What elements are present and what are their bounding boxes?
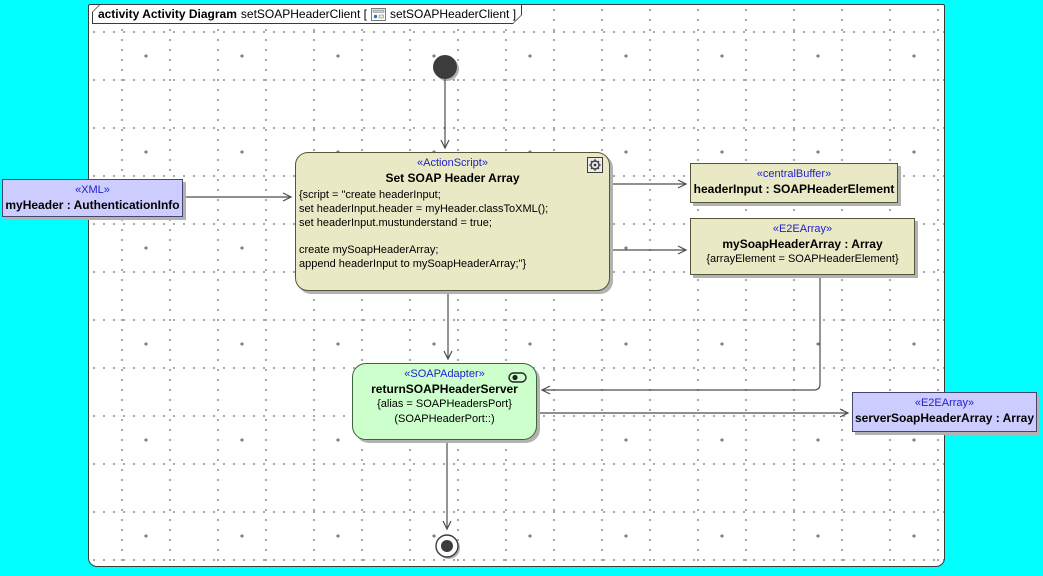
- initial-node[interactable]: [433, 55, 457, 79]
- node-headerinput-centralbuffer[interactable]: «centralBuffer» headerInput : SOAPHeader…: [690, 163, 898, 203]
- final-node[interactable]: [435, 534, 459, 558]
- stereotype-label: «ActionScript»: [417, 157, 488, 169]
- node-returnsoapheaderserver[interactable]: «SOAPAdapter» returnSOAPHeaderServer {al…: [352, 363, 537, 440]
- script-body-text: {script = "create headerInput; set heade…: [299, 189, 549, 270]
- gear-icon[interactable]: [587, 157, 603, 173]
- node-name-label: serverSoapHeaderArray : Array: [855, 411, 1034, 425]
- edge-mysoapheaderarray-to-adapter[interactable]: [540, 275, 821, 395]
- stereotype-label: «SOAPAdapter»: [404, 368, 485, 380]
- node-port-label: (SOAPHeaderPort::): [394, 413, 495, 425]
- node-alias-label: {alias = SOAPHeadersPort}: [377, 398, 512, 410]
- node-name-label: mySoapHeaderArray : Array: [722, 237, 883, 251]
- node-name-label: returnSOAPHeaderServer: [371, 382, 518, 396]
- stereotype-label: «centralBuffer»: [756, 168, 832, 180]
- diagram-kind-label: activity Activity Diagram: [97, 6, 237, 21]
- node-constraint-label: {arrayElement = SOAPHeaderElement}: [706, 253, 899, 265]
- activity-diagram-icon: [371, 8, 386, 21]
- stereotype-label: «E2EArray»: [772, 223, 833, 235]
- stereotype-label: «E2EArray»: [914, 397, 975, 409]
- diagram-header-tab-inner: activity Activity Diagram setSOAPHeaderC…: [93, 5, 521, 23]
- node-myheader-xml[interactable]: «XML» myHeader : AuthenticationInfo: [2, 179, 183, 217]
- node-name-label: myHeader : AuthenticationInfo: [5, 198, 180, 212]
- diagram-name-label: setSOAPHeaderClient [: [240, 6, 367, 21]
- node-name-label: headerInput : SOAPHeaderElement: [693, 182, 895, 196]
- stereotype-label: «XML»: [75, 184, 110, 196]
- node-serversoapheaderarray[interactable]: «E2EArray» serverSoapHeaderArray : Array: [852, 392, 1037, 432]
- node-set-soap-header-array[interactable]: «ActionScript» Set SOAP Header Array {sc…: [295, 152, 610, 291]
- diagram-header-tab[interactable]: activity Activity Diagram setSOAPHeaderC…: [92, 4, 522, 24]
- capsule-icon: [508, 372, 527, 383]
- node-mysoapheaderarray[interactable]: «E2EArray» mySoapHeaderArray : Array {ar…: [690, 218, 915, 275]
- node-name-label: Set SOAP Header Array: [385, 171, 520, 185]
- diagram-context-label: setSOAPHeaderClient ]: [389, 6, 517, 21]
